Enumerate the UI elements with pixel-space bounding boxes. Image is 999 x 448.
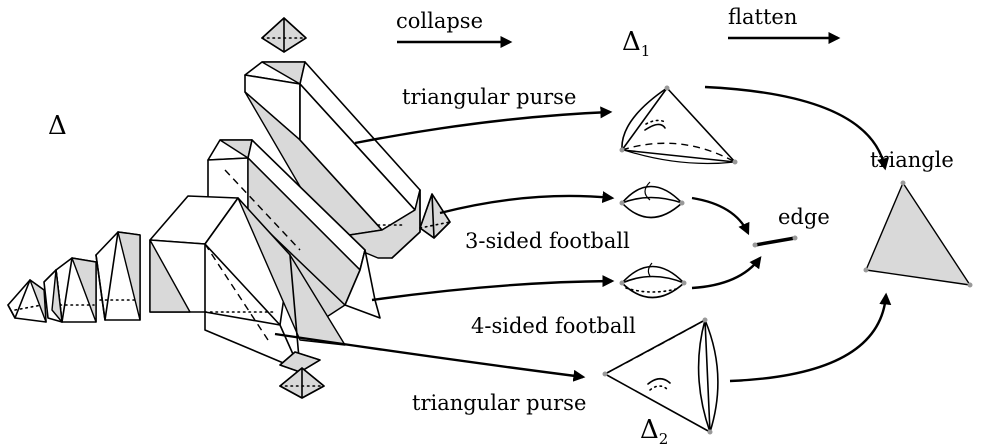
arrow-football3-to-edge (691, 196, 750, 236)
label-triangle: triangle (870, 148, 954, 172)
edge-segment (752, 235, 798, 248)
label-delta: Δ (48, 111, 67, 141)
left-small-prisms (7, 231, 141, 323)
label-3-sided-football: 3-sided football (465, 229, 630, 253)
purse-delta2 (602, 317, 719, 435)
arrow-to-purse-bottom (274, 332, 586, 382)
label-4-sided-football: 4-sided football (471, 314, 636, 338)
label-edge: edge (778, 205, 830, 229)
label-triangular-purse-bottom: triangular purse (412, 391, 586, 415)
simplex-decomposition (7, 17, 451, 399)
label-triangular-purse-top: triangular purse (402, 85, 576, 109)
label-delta1: Δ1 (622, 27, 650, 60)
label-delta2: Δ2 (640, 415, 668, 448)
bottom-small-pyramids (279, 351, 325, 399)
arrow-football4-to-edge (691, 256, 762, 290)
lower-big-prism (149, 195, 346, 371)
football-3-sided (619, 181, 685, 219)
top-small-pyramid (261, 17, 307, 53)
label-collapse: collapse (396, 9, 483, 33)
arrow-to-football-4 (371, 275, 615, 302)
flat-triangle (863, 180, 973, 288)
purse-delta1 (619, 85, 738, 165)
arrow-purse-top-to-triangle (704, 85, 889, 171)
arrow-to-football-3 (439, 191, 615, 215)
football-4-sided (619, 262, 687, 299)
arrow-purse-bottom-to-triangle (729, 292, 892, 383)
right-small-pyramid (419, 193, 451, 239)
arrow-to-purse-top (354, 106, 613, 145)
arrows (274, 32, 892, 383)
label-flatten: flatten (728, 5, 797, 29)
